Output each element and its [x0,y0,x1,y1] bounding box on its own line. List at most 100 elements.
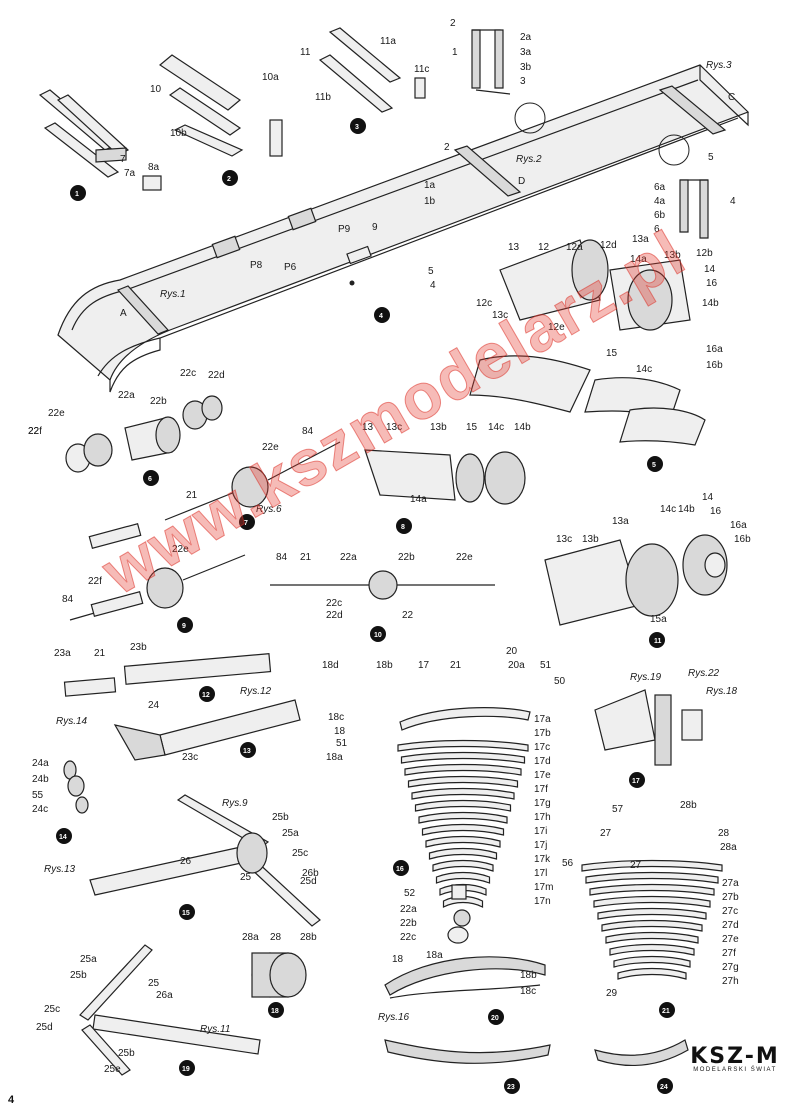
step-10-joint: 10 [270,570,495,642]
step5-label-12a: 12a [566,242,583,253]
step21-label-27d: 27d [722,920,739,931]
step19-label-25e: 25e [104,1064,121,1075]
step16-label-17l: 17l [534,868,547,879]
step21-label-28: 28 [718,828,730,839]
detail-label-6a: 6a [654,182,666,193]
step18-label-28b: 28b [300,932,317,943]
step5-label-12c: 12c [476,298,492,309]
step2-label-10b: 10b [170,128,187,139]
step11-label-13c: 13c [556,534,572,545]
step-6-bearings: 6 [65,395,223,486]
step14-label-55: 55 [32,790,44,801]
frame-label-1a: 1a [424,180,436,191]
step13-label-rys12: Rys.12 [240,686,272,697]
step10-label-84: 84 [276,552,288,563]
frame-label-rys2: Rys.2 [516,154,542,165]
step-16-leaf-springs [397,707,531,908]
step3-label-11c: 11c [414,64,429,75]
step5-label-13: 13 [508,242,520,253]
step5-label-14a: 14a [630,254,647,265]
step-badge-7: 7 [244,520,248,527]
step8-label-13c: 13c [386,422,402,433]
step18-label-28a: 28a [242,932,259,943]
step5-label-13b: 13b [664,250,681,261]
step17-label-rys19: Rys.19 [630,672,662,683]
step-badge-2: 2 [227,176,231,183]
step12-label-23a: 23a [54,648,71,659]
step7-label-84: 84 [302,426,314,437]
step15-label-26b: 26b [302,868,319,879]
step5-label-16b: 16b [706,360,723,371]
step-8-gearbox: 8 [364,449,526,534]
step9-label-22e: 22e [172,544,189,555]
step20-label-22a: 22a [400,904,417,915]
step11-label-14: 14 [702,492,714,503]
step5-label-12e: 12e [548,322,565,333]
step22-label-18a: 18a [426,950,443,961]
step19-label-rys11: Rys.11 [200,1024,230,1035]
step-badge-24: 24 [660,1084,668,1091]
step7-label-rys6: Rys.6 [256,504,282,515]
step-badge-8: 8 [401,524,405,531]
frame-label-p6: P6 [284,262,297,273]
leaf-spring-plate [585,871,719,884]
leaf-spring-plate [425,835,501,848]
step5-label-14c: 14c [636,364,652,375]
page-number: 4 [8,1094,15,1106]
leaf-spring-plate [428,847,498,860]
step-badge-1: 1 [75,191,79,198]
step16-label-18d: 18d [322,660,339,671]
step-19-axle: 19 [79,944,261,1076]
step11-label-13b: 13b [582,534,599,545]
step13-label-24: 24 [148,700,160,711]
step11-label-13a: 13a [612,516,629,527]
step-22-spring [384,956,546,999]
step16-label-17b: 17b [534,728,551,739]
step-badge-20: 20 [491,1015,499,1022]
step14-label-24b: 24b [32,774,49,785]
step16-label-17n: 17n [534,896,551,907]
step11-label-14c: 14c [660,504,676,515]
step21-label-27c: 27c [722,906,738,917]
frame-label-rys1: Rys.1 [160,289,186,300]
frame-label-a: A [120,308,127,319]
step18-label-28: 28 [270,932,282,943]
step6-label-22c: 22c [180,368,196,379]
step-badge-23: 23 [507,1084,515,1091]
step-2-group: 10 10a 10b 2 [150,54,283,186]
step10-label-22b: 22b [398,552,415,563]
step-13-arm: 13 [113,699,301,761]
step-badge-13: 13 [243,748,251,755]
step17-label-rys22: Rys.22 [688,668,720,679]
main-chassis-frame: Rys.1 Rys.2 Rys.3 1a 1b 2 4 5 9 P8 P9 P6… [57,60,750,393]
step3-label-11a: 11a [380,36,396,47]
leaf-spring-plate [581,859,723,872]
step11-label-14b: 14b [678,504,695,515]
step6-label-22d: 22d [208,370,225,381]
frame-label-5: 5 [428,266,434,277]
leaf-spring-plate [435,871,491,884]
step21-label-27g: 27g [722,962,739,973]
brand-tagline: MODELARSKI ŚWIAT [693,1067,777,1073]
step-9-shaft: 9 [69,554,246,633]
step11-label-16b: 16b [734,534,751,545]
step-23-spring: 23 [384,1039,551,1094]
step19-label-25d: 25d [36,1022,53,1033]
step-badge-19: 19 [182,1066,190,1073]
frame-label-1b: 1b [424,196,436,207]
step21-label-27a: 27a [722,878,739,889]
step15-label-26: 26 [180,856,192,867]
step5-label-12d: 12d [600,240,617,251]
step-badge-11: 11 [654,638,662,645]
step22-label-18b: 18b [520,970,537,981]
step-badge-15: 15 [182,910,190,917]
leaf-spring-plate [597,907,707,920]
